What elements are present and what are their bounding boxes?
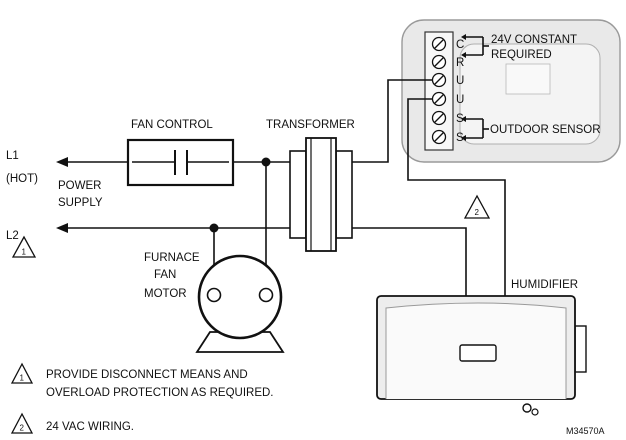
note-1: 1 PROVIDE DISCONNECT MEANS AND OVERLOAD …: [10, 362, 273, 399]
note-1-line-2: OVERLOAD PROTECTION AS REQUIRED.: [46, 387, 273, 399]
terminal-screw: [431, 54, 447, 70]
constant-required-label-2: REQUIRED: [491, 49, 552, 61]
humidifier-indicator: [459, 344, 497, 362]
furnace-fan-motor: [195, 254, 285, 353]
controller: C R U U S S 24V CONSTANT REQUIRED OUT: [401, 19, 621, 163]
svg-text:2: 2: [20, 424, 25, 433]
humidifier: [376, 295, 587, 416]
power-label: POWER: [58, 180, 101, 192]
terminal-screw: [431, 36, 447, 52]
terminal-screw: [431, 72, 447, 88]
fan-control-relay: [126, 138, 235, 187]
l2-arrow: [56, 223, 68, 233]
constant-required-label-1: 24V CONSTANT: [491, 34, 577, 46]
warning-triangle-icon: [10, 412, 34, 434]
warning-triangle-icon: [10, 362, 34, 384]
hot-label: (HOT): [6, 173, 38, 185]
controller-display: [505, 63, 551, 95]
humidifier-wire-a: [352, 227, 467, 296]
fan-label: FAN: [154, 269, 176, 281]
terminal-screw: [431, 91, 447, 107]
junction-dot: [261, 157, 271, 167]
outdoor-sensor-label: OUTDOOR SENSOR: [490, 124, 601, 136]
svg-text:1: 1: [20, 374, 25, 383]
terminal-label-s1: S: [456, 113, 464, 125]
l1-arrow: [56, 157, 68, 167]
furnace-label: FURNACE: [144, 252, 200, 264]
note-2: 2 24 VAC WIRING.: [10, 412, 134, 434]
l2-label: L2: [6, 230, 19, 242]
note-2-text: 24 VAC WIRING.: [46, 421, 134, 433]
note-1-line-1: PROVIDE DISCONNECT MEANS AND: [46, 369, 248, 381]
l1-label: L1: [6, 150, 19, 162]
controller-wire-u1: [352, 79, 433, 163]
terminal-label-r: R: [456, 57, 464, 69]
constant-power-bracket: [461, 34, 489, 58]
svg-text:1: 1: [22, 248, 27, 257]
humidifier-wire-b: [407, 98, 506, 296]
fan-control-label: FAN CONTROL: [131, 119, 213, 131]
motor-label: MOTOR: [144, 288, 187, 300]
terminal-label-s2: S: [456, 132, 464, 144]
terminal-label-u2: U: [456, 94, 464, 106]
warning-triangle-2-wiring: 2: [463, 194, 491, 219]
terminal-screws: [431, 36, 447, 145]
humidifier-label: HUMIDIFIER: [511, 279, 578, 291]
terminal-labels: C R U U S S: [456, 39, 464, 144]
wiring: [56, 79, 506, 296]
transformer: [289, 137, 353, 252]
terminal-label-u1: U: [456, 75, 464, 87]
junction-dot: [209, 223, 219, 233]
supply-label: SUPPLY: [58, 197, 103, 209]
terminal-screw: [431, 110, 447, 126]
warning-triangle-1-l2: 1: [11, 235, 37, 258]
transformer-label: TRANSFORMER: [266, 119, 355, 131]
svg-text:2: 2: [475, 208, 480, 217]
terminal-label-c: C: [456, 39, 464, 51]
part-number: M34570A: [566, 426, 605, 436]
terminal-screw: [431, 129, 447, 145]
outdoor-sensor-bracket: [461, 116, 489, 141]
